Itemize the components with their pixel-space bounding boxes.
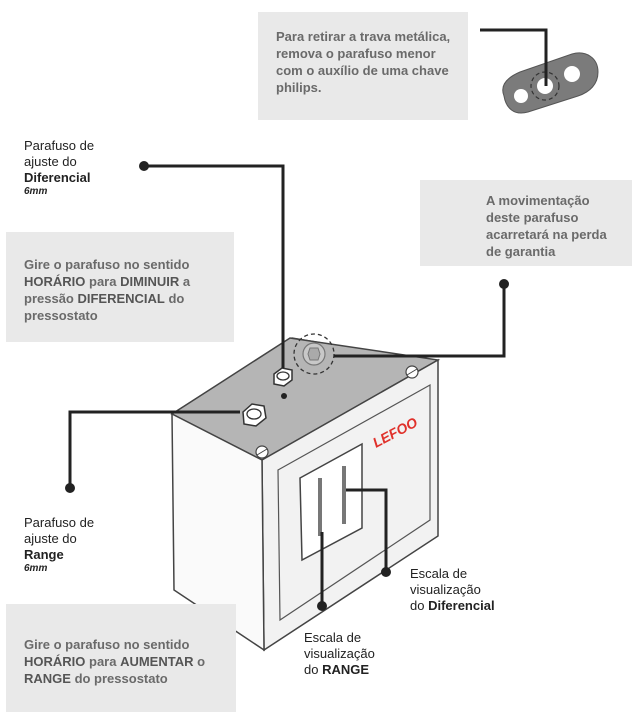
differential-instruction-box: Gire o parafuso no sentido HORÁRIO para … [6,232,234,342]
range-label-line2: ajuste do [24,531,77,546]
text-bold: AUMENTAR [120,654,194,669]
differential-label-line1: Parafuso de [24,138,95,153]
leader-lines [68,28,548,606]
range-instruction-box: Gire o parafuso no sentido HORÁRIO para … [6,604,236,712]
scale-label-prefix: do [304,662,323,677]
text-bold: RANGE [24,671,71,686]
text-part: a pressão [24,274,191,306]
warranty-warning-text: A movimentação deste parafuso acarretará… [486,193,607,259]
differential-label-line2: ajuste do [24,154,77,169]
scale-label-line1: Escala de [410,566,468,581]
range-nut-icon [242,403,267,427]
lock-plate-leader [480,28,548,86]
range-label-name: Range [24,547,64,562]
text-part: para [85,654,121,669]
text-part: Gire o parafuso no sentido [24,257,190,272]
text-part: do pressostato [24,291,185,323]
warranty-screw-icon [293,333,335,375]
range-instruction-text: Gire o parafuso no sentido HORÁRIO para … [24,636,228,687]
range-label-line1: Parafuso de [24,515,95,530]
scale-label-line2: visualização [410,582,481,597]
metal-lock-plate-icon [502,52,599,114]
lock-removal-text: Para retirar a trava metálica, remova o … [276,29,451,95]
warranty-warning-box: A movimentação deste parafuso acarretará… [420,180,632,266]
hole-icon [281,393,287,399]
text-bold: HORÁRIO [24,654,86,669]
range-leader [68,410,240,488]
differential-instruction-text: Gire o parafuso no sentido HORÁRIO para … [24,256,230,324]
differential-screw-label: Parafuso de ajuste do Diferencial 6mm [24,138,134,198]
text-part: o [193,654,206,669]
scale-label-line3: do RANGE [304,662,424,678]
text-bold: HORÁRIO [24,274,86,289]
differential-label-size: 6mm [24,186,48,197]
differential-scale-label: Escala de visualização do Diferencial [410,566,540,614]
scale-window [299,442,363,562]
scale-label-line1: Escala de [304,630,362,645]
lock-removal-note: Para retirar a trava metálica, remova o … [258,12,468,120]
text-part: do pressostato [70,671,168,686]
warranty-leader [334,284,506,358]
differential-scale-leader [346,488,388,572]
scale-label-line2: visualização [304,646,375,661]
text-part: para [85,274,121,289]
range-scale-label: Escala de visualização do RANGE [304,630,424,678]
pressure-switch-device [170,333,441,652]
scale-label-name: RANGE [322,662,370,677]
text-bold: DIFERENCIAL [77,291,165,306]
text-part: Gire o parafuso no sentido [24,637,190,652]
range-screw-label: Parafuso de ajuste do Range 6mm [24,515,134,575]
scale-label-name: Diferencial [428,598,495,613]
scale-label-line3: do Diferencial [410,598,540,614]
range-label-size: 6mm [24,563,48,574]
scale-label-prefix: do [410,598,429,613]
differential-leader [144,164,285,368]
text-bold: DIMINUIR [120,274,180,289]
differential-label-name: Diferencial [24,170,91,185]
